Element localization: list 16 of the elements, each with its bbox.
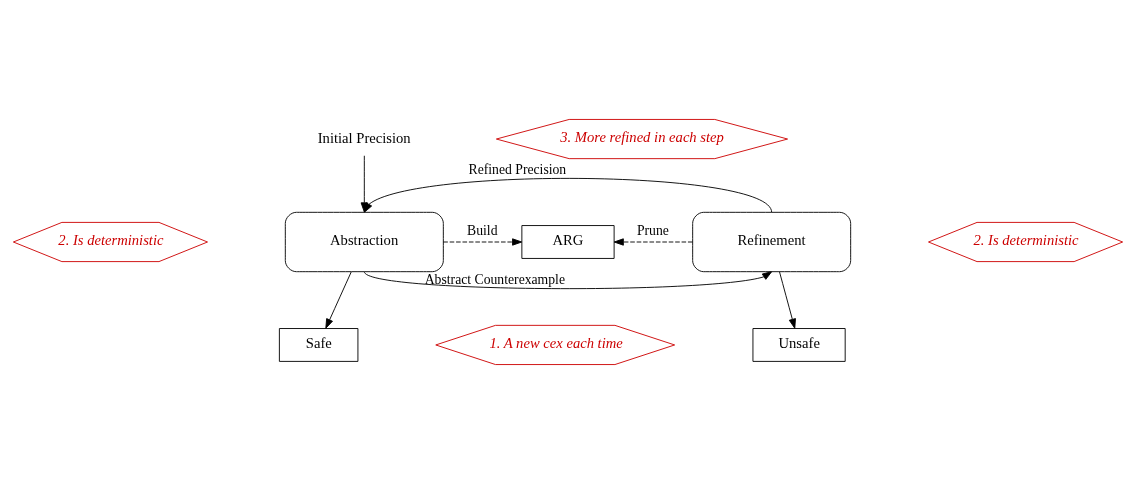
node-box: Abstraction xyxy=(284,211,444,272)
edge-label: Refined Precision xyxy=(468,161,567,177)
arrow xyxy=(363,177,773,213)
arrow xyxy=(779,270,796,329)
node-text: Initial Precision xyxy=(317,129,411,146)
arrow xyxy=(363,270,773,289)
edge-label: Build xyxy=(467,222,498,238)
node-box: Unsafe xyxy=(752,327,846,362)
edge-label: Abstract Counterexample xyxy=(424,271,566,287)
arrow xyxy=(325,270,352,329)
arrow xyxy=(442,237,523,246)
edge-label: Prune xyxy=(636,222,669,238)
node-box: Safe xyxy=(278,327,359,362)
node-box: Refinement xyxy=(692,211,852,272)
arrow xyxy=(613,237,693,246)
node-box: ARG xyxy=(521,224,615,259)
